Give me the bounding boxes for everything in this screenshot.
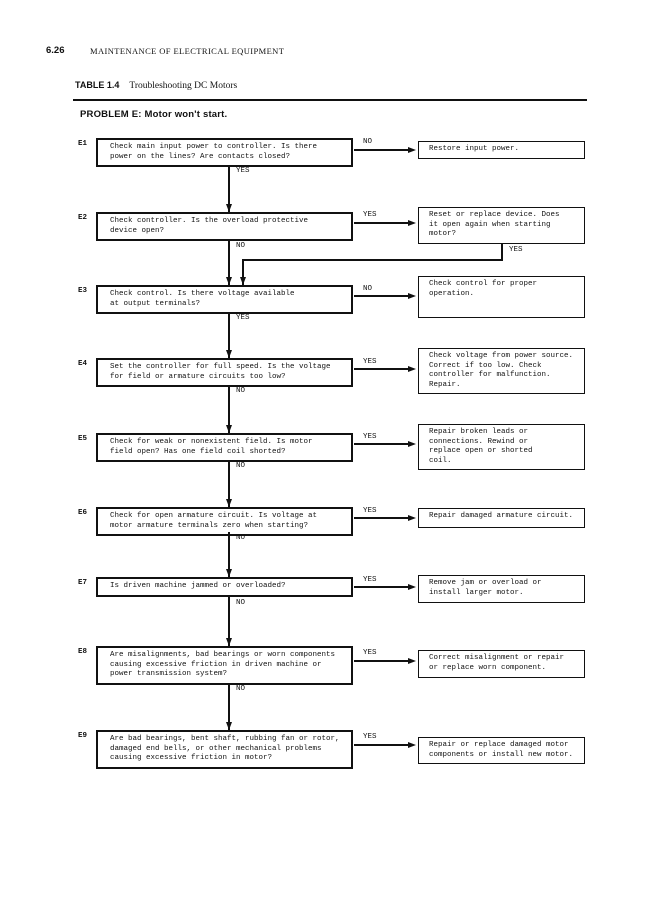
arrowhead-right-icon bbox=[408, 365, 416, 372]
question-box: Check controller. Is the overload protec… bbox=[96, 212, 353, 241]
flow-line bbox=[354, 149, 410, 151]
flow-line bbox=[228, 596, 230, 646]
arrowhead-down-icon bbox=[225, 722, 232, 730]
step-label: E7 bbox=[78, 579, 88, 587]
down-label: NO bbox=[236, 534, 246, 542]
question-box: Are misalignments, bad bearings or worn … bbox=[96, 646, 353, 685]
action-box: Repair or replace damaged motor componen… bbox=[418, 737, 585, 764]
flow-line bbox=[354, 368, 410, 370]
question-box: Are bad bearings, bent shaft, rubbing fa… bbox=[96, 730, 353, 769]
question-box: Check main input power to controller. Is… bbox=[96, 138, 353, 167]
flow-line bbox=[354, 660, 410, 662]
down-label: YES bbox=[236, 314, 250, 322]
flow-line bbox=[354, 744, 410, 746]
flow-line bbox=[354, 517, 410, 519]
flow-line bbox=[228, 532, 230, 577]
action-box: Repair damaged armature circuit. bbox=[418, 508, 585, 528]
action-box: Restore input power. bbox=[418, 141, 585, 159]
loopback-label: YES bbox=[509, 246, 523, 254]
arrowhead-down-icon bbox=[225, 204, 232, 212]
flow-line bbox=[354, 295, 410, 297]
step-label: E8 bbox=[78, 648, 88, 656]
arrowhead-right-icon bbox=[408, 583, 416, 590]
branch-label: NO bbox=[363, 138, 373, 146]
flow-line bbox=[228, 240, 230, 285]
flow-line bbox=[354, 222, 410, 224]
action-box: Repair broken leads or connections. Rewi… bbox=[418, 424, 585, 470]
loopback-line bbox=[242, 259, 244, 285]
arrowhead-right-icon bbox=[408, 292, 416, 299]
arrowhead-down-icon bbox=[225, 638, 232, 646]
action-box: Remove jam or overload or install larger… bbox=[418, 575, 585, 603]
branch-label: YES bbox=[363, 507, 377, 515]
table-caption: TABLE 1.4 Troubleshooting DC Motors bbox=[75, 80, 237, 91]
action-box: Check control for proper operation. bbox=[418, 276, 585, 318]
table-label: TABLE 1.4 bbox=[75, 80, 120, 90]
flow-line bbox=[228, 460, 230, 507]
down-label: NO bbox=[236, 242, 246, 250]
arrowhead-down-icon bbox=[225, 499, 232, 507]
flow-line bbox=[228, 312, 230, 358]
question-box: Check control. Is there voltage availabl… bbox=[96, 285, 353, 314]
action-box: Reset or replace device. Does it open ag… bbox=[418, 207, 585, 244]
arrowhead-down-icon bbox=[225, 350, 232, 358]
arrowhead-right-icon bbox=[408, 146, 416, 153]
loopback-line bbox=[242, 259, 503, 261]
step-label: E5 bbox=[78, 435, 88, 443]
arrowhead-down-icon bbox=[225, 277, 232, 285]
step-label: E3 bbox=[78, 287, 88, 295]
arrowhead-right-icon bbox=[408, 741, 416, 748]
flow-line bbox=[354, 586, 410, 588]
branch-label: YES bbox=[363, 433, 377, 441]
down-label: YES bbox=[236, 167, 250, 175]
down-label: NO bbox=[236, 685, 246, 693]
branch-label: YES bbox=[363, 576, 377, 584]
step-label: E1 bbox=[78, 140, 88, 148]
step-label: E9 bbox=[78, 732, 88, 740]
question-box: Check for open armature circuit. Is volt… bbox=[96, 507, 353, 536]
page-number: 6.26 bbox=[46, 45, 65, 56]
question-box: Set the controller for full speed. Is th… bbox=[96, 358, 353, 387]
flow-line bbox=[228, 385, 230, 433]
flow-line bbox=[228, 683, 230, 730]
question-box: Check for weak or nonexistent field. Is … bbox=[96, 433, 353, 462]
step-label: E6 bbox=[78, 509, 88, 517]
horizontal-rule bbox=[73, 99, 587, 101]
down-label: NO bbox=[236, 387, 246, 395]
branch-label: YES bbox=[363, 733, 377, 741]
problem-heading: PROBLEM E: Motor won't start. bbox=[80, 109, 228, 120]
arrowhead-down-icon bbox=[225, 425, 232, 433]
arrowhead-down-icon bbox=[225, 569, 232, 577]
step-label: E4 bbox=[78, 360, 88, 368]
question-box: Is driven machine jammed or overloaded? bbox=[96, 577, 353, 597]
down-label: NO bbox=[236, 462, 246, 470]
action-box: Check voltage from power source. Correct… bbox=[418, 348, 585, 394]
arrowhead-right-icon bbox=[408, 440, 416, 447]
down-label: NO bbox=[236, 599, 246, 607]
branch-label: NO bbox=[363, 285, 373, 293]
flow-line bbox=[354, 443, 410, 445]
branch-label: YES bbox=[363, 211, 377, 219]
flow-line bbox=[228, 165, 230, 212]
arrowhead-down-icon bbox=[239, 277, 246, 285]
step-label: E2 bbox=[78, 214, 88, 222]
arrowhead-right-icon bbox=[408, 514, 416, 521]
loopback-line bbox=[501, 244, 503, 261]
table-title: Troubleshooting DC Motors bbox=[129, 81, 238, 91]
action-box: Correct misalignment or repair or replac… bbox=[418, 650, 585, 678]
running-title: MAINTENANCE OF ELECTRICAL EQUIPMENT bbox=[90, 46, 285, 56]
branch-label: YES bbox=[363, 649, 377, 657]
arrowhead-right-icon bbox=[408, 219, 416, 226]
branch-label: YES bbox=[363, 358, 377, 366]
arrowhead-right-icon bbox=[408, 657, 416, 664]
